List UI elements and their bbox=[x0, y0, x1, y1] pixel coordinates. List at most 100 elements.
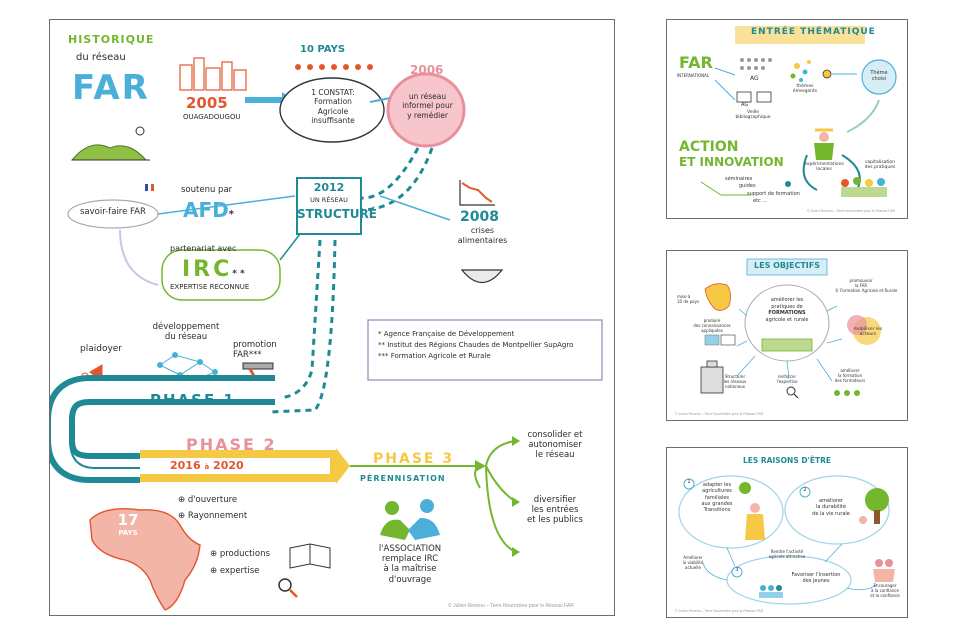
seventeen-label: 17 bbox=[117, 511, 139, 529]
main-history-panel: HISTORIQUE du réseau FAR 2005 OUAGADOUGO… bbox=[49, 19, 615, 616]
p1-far-label: FAR bbox=[679, 53, 713, 72]
group-people-icon bbox=[841, 177, 887, 197]
main-credit: © Julien Revenu – Terre Nourricière pour… bbox=[448, 603, 574, 609]
perennisation-label: PÉRENNISATION bbox=[360, 474, 446, 483]
phase1-label: PHASE 1 bbox=[150, 391, 236, 409]
ouverture-label: ⊕ d'ouverture bbox=[178, 495, 238, 505]
africa-small-icon bbox=[704, 283, 731, 311]
p3-number-3: 3 bbox=[735, 567, 739, 573]
city-icon bbox=[179, 57, 247, 91]
p1-title: ENTRÉE THÉMATIQUE bbox=[751, 27, 876, 37]
savoir-faire-label: savoir-faire FAR bbox=[80, 207, 146, 217]
farmer-icon bbox=[814, 128, 834, 160]
collaborators-icon bbox=[847, 315, 881, 345]
themes-dots-icon bbox=[790, 60, 811, 82]
phase3-branches bbox=[474, 440, 517, 553]
phase3-label: PHASE 3 bbox=[373, 451, 455, 467]
theme-choisi-bubble bbox=[861, 59, 897, 95]
handshake-icon bbox=[380, 499, 440, 540]
legend-box bbox=[367, 319, 603, 381]
box-2012 bbox=[296, 177, 362, 235]
documents-icon bbox=[704, 334, 736, 346]
p3-number-1: 1 bbox=[687, 479, 691, 485]
un-reseau-label: UN RÉSEAU bbox=[310, 196, 348, 204]
reason2-bubble bbox=[784, 475, 890, 545]
phase-band bbox=[50, 375, 486, 484]
building-icon bbox=[700, 360, 724, 394]
p1-innovation: ET INNOVATION bbox=[679, 155, 784, 169]
crisis-chart-icon bbox=[459, 180, 495, 206]
rayonnement-label: ⊕ Rayonnement bbox=[178, 511, 248, 521]
phase2-dates: 2016 à 2020 bbox=[170, 459, 244, 472]
constat-bubble bbox=[279, 77, 385, 143]
p3-title: LES RAISONS D'ÊTRE bbox=[742, 456, 831, 465]
p1-credit: © Julien Revenu – Terre Nourricière pour… bbox=[807, 209, 896, 213]
magnifier-icon bbox=[278, 578, 298, 598]
structure-label: STRUCTURÉ bbox=[297, 207, 377, 221]
p3-number-2: 2 bbox=[803, 487, 807, 493]
panel3-drawing bbox=[678, 455, 895, 605]
year-2008: 2008 bbox=[460, 209, 499, 225]
p1-ag-label: AG bbox=[750, 75, 759, 82]
p3-credit: © Julien Revenu – Terre Nourricière pour… bbox=[675, 609, 764, 613]
panel-entree-thematique: ENTRÉE THÉMATIQUE FAR INTERNATIONAL AG A… bbox=[666, 19, 908, 219]
couple-icon bbox=[873, 559, 895, 582]
pays-label: PAYS bbox=[118, 529, 138, 537]
productions-label: ⊕ productions bbox=[210, 549, 270, 559]
p1-international: INTERNATIONAL bbox=[677, 73, 710, 78]
tree-icon bbox=[859, 488, 889, 524]
ten-pays-label: 10 PAYS bbox=[300, 44, 346, 55]
africa-map bbox=[89, 508, 201, 611]
farmer-woman-icon bbox=[739, 482, 765, 540]
phase2-label: PHASE 2 bbox=[186, 435, 277, 454]
document-icon bbox=[736, 91, 752, 103]
p1-action: ACTION bbox=[679, 139, 739, 155]
magnifier-small-icon bbox=[786, 386, 799, 399]
p2-credit: © Julien Revenu – Terre Nourricière pour… bbox=[675, 412, 764, 416]
landscape-icon bbox=[70, 126, 150, 161]
year-2012: 2012 bbox=[313, 181, 345, 194]
afd-label: AFD* bbox=[183, 198, 234, 222]
panel2-drawing bbox=[700, 258, 881, 399]
scribble-2006 bbox=[386, 72, 466, 148]
main-drawing bbox=[50, 57, 603, 611]
partenariat-label: partenariat avec bbox=[170, 244, 237, 253]
legend-text: * Agence Française de Développement** In… bbox=[378, 330, 574, 360]
soutenu-par-label: soutenu par bbox=[181, 185, 233, 195]
book-icon bbox=[289, 543, 331, 569]
ouagadougou-label: OUAGADOUGOU bbox=[183, 113, 241, 121]
plaidoyer-label: plaidoyer bbox=[80, 344, 123, 354]
panel1-drawing bbox=[700, 26, 897, 197]
irc-bubble bbox=[161, 249, 281, 301]
people-group-icon bbox=[740, 58, 772, 70]
title-du-reseau: du réseau bbox=[76, 52, 126, 63]
expertise-reconnue-label: EXPERTISE RECONNUE bbox=[170, 283, 250, 291]
p1-ag-label-2: AG bbox=[741, 102, 749, 108]
expertise-label: ⊕ expertise bbox=[210, 566, 260, 576]
trainers-icon bbox=[834, 390, 860, 396]
title-far: FAR bbox=[72, 68, 150, 108]
